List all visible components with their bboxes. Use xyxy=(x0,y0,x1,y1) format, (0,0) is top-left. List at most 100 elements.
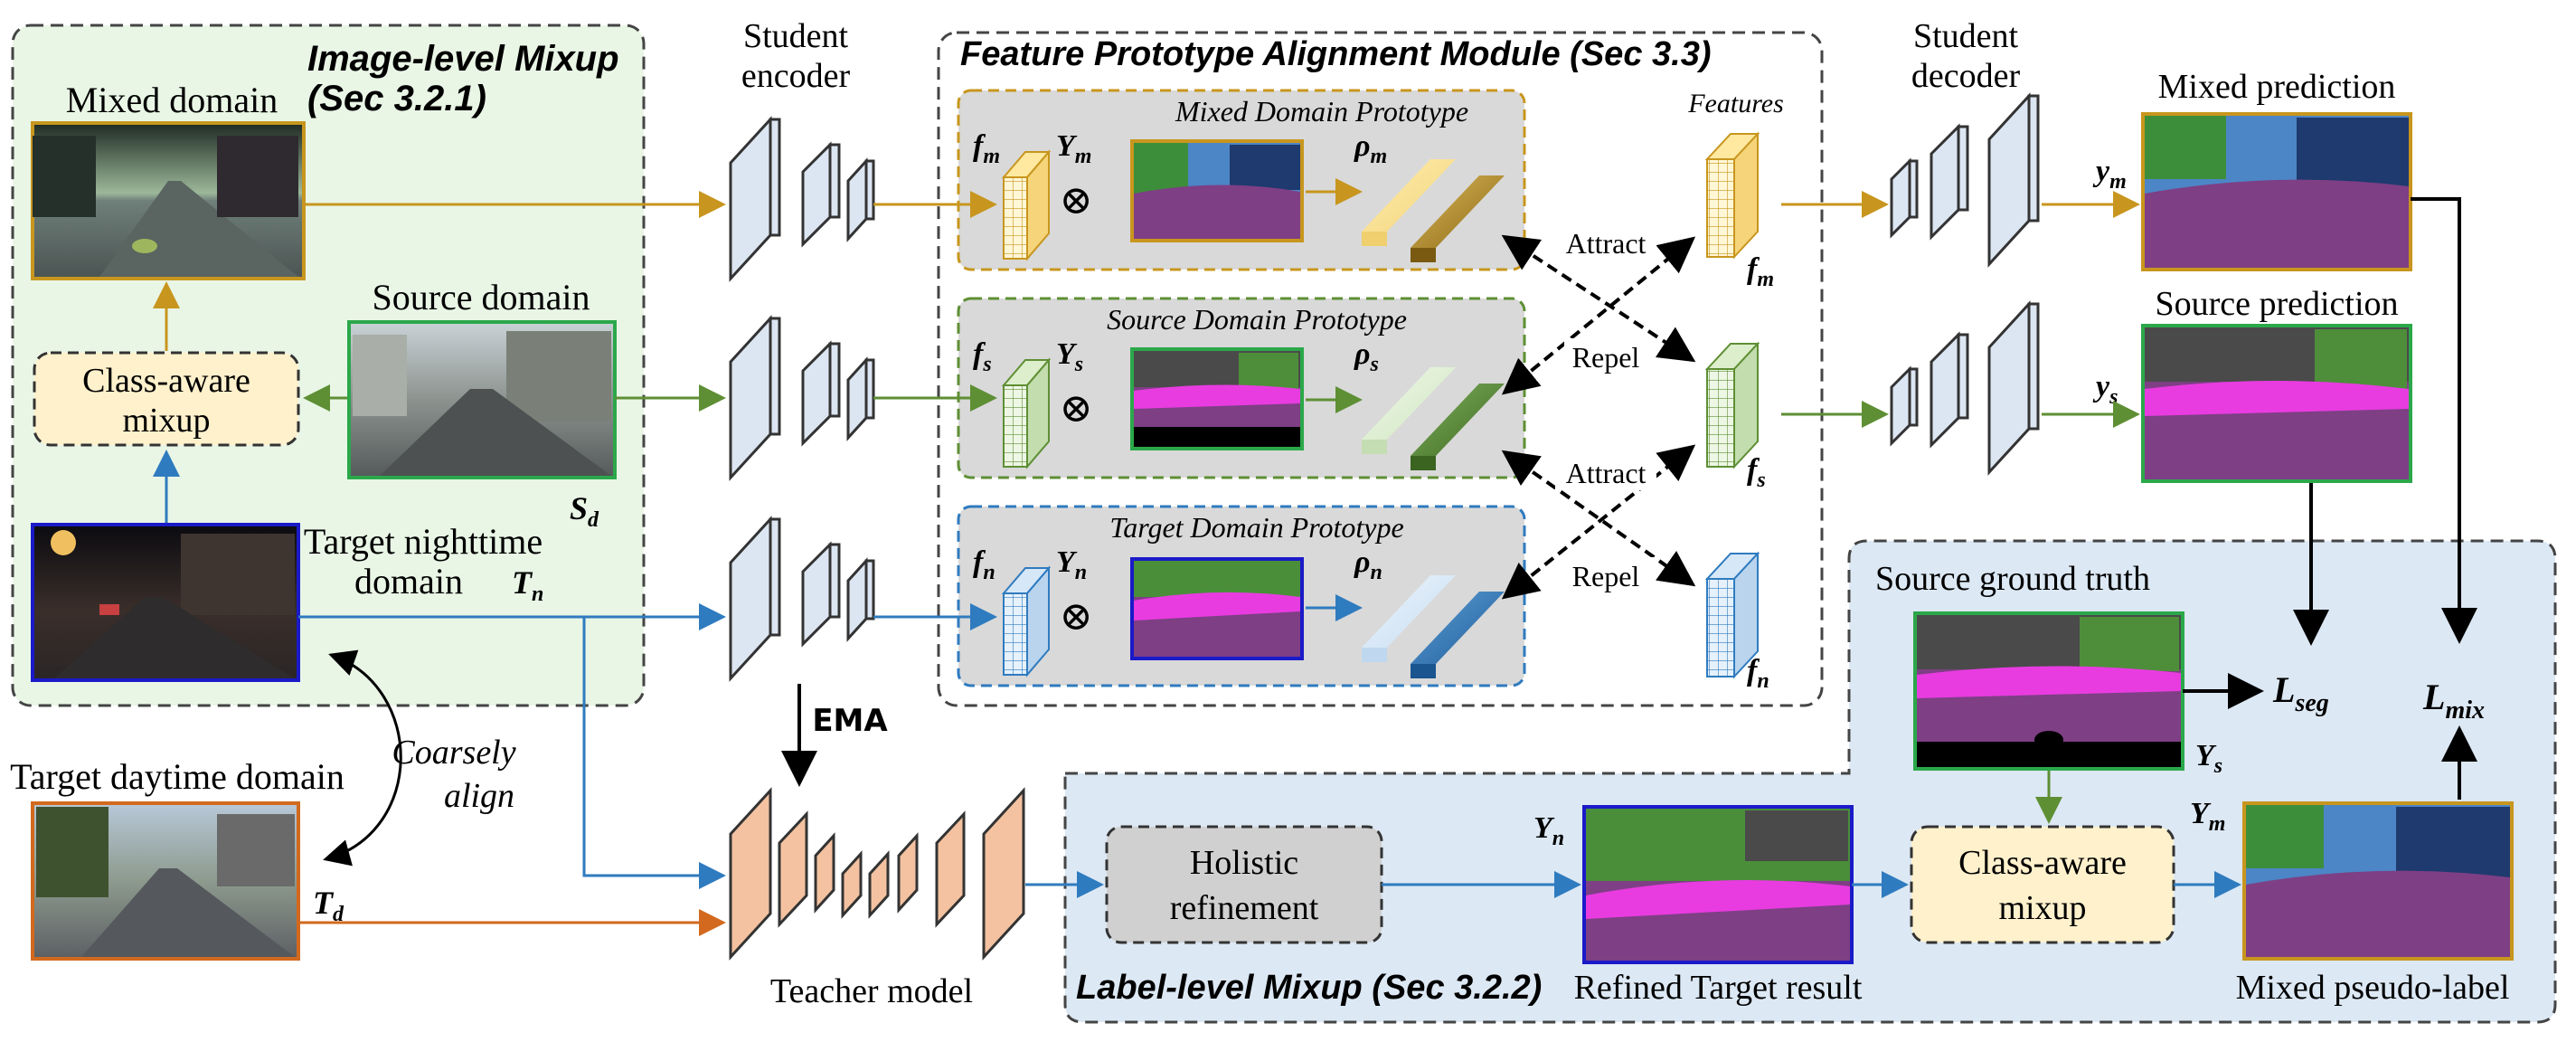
fm-feature-cube-proto xyxy=(1001,149,1052,261)
rho-m-label: ρm xyxy=(1354,129,1387,168)
source-flow-arrows xyxy=(303,384,2140,824)
svg-text:refinement: refinement xyxy=(1170,889,1319,927)
student-decoder-source xyxy=(1890,300,2040,476)
rho-s-label: ρs xyxy=(1354,337,1379,376)
student-encoder-target xyxy=(729,516,875,682)
mixed-domain-label: Mixed domain xyxy=(66,80,278,120)
fs-feature-cube-proto xyxy=(1001,357,1052,469)
fn-label: fn xyxy=(1747,654,1769,693)
source-prototype-bars xyxy=(1362,367,1505,470)
fm-feature-cube xyxy=(1704,131,1760,260)
teacher-model xyxy=(729,787,1025,961)
target-proto-title: Target Domain Prototype xyxy=(1109,511,1403,544)
fpa-title: Feature Prototype Alignment Module (Sec … xyxy=(960,35,1712,73)
L-mix-label: Lmix xyxy=(2422,677,2485,725)
attract-bg-1 xyxy=(1555,224,1656,260)
source-domain-label: Source domain xyxy=(372,277,590,317)
otimes-target: ⊗ xyxy=(1060,594,1093,639)
target-night-image xyxy=(31,523,300,682)
ym-label: ym xyxy=(2092,155,2127,194)
svg-text:mixup: mixup xyxy=(1998,889,2086,927)
attract-label-1: Attract xyxy=(1566,227,1647,260)
mixed-pseudo-label-label: Mixed pseudo-label xyxy=(2236,969,2510,1007)
image-class-aware-mixup-box: Class-aware mixup xyxy=(33,351,300,447)
fm-label-proto: fm xyxy=(973,129,1000,168)
svg-text:Class-aware: Class-aware xyxy=(82,362,250,400)
student-encoder-label-2: encoder xyxy=(741,57,851,95)
Ys-label: Ys xyxy=(1056,337,1083,376)
source-domain-image xyxy=(347,320,617,479)
rho-n-label: ρn xyxy=(1354,545,1382,584)
repel-label-1: Repel xyxy=(1572,341,1640,374)
pseudo-Ym-label: Ym xyxy=(2190,797,2225,836)
mixed-flow-arrows xyxy=(153,191,2140,351)
mixed-domain-image xyxy=(31,121,306,280)
coarsely-label: Coarsely xyxy=(392,734,515,772)
coarse-align-arrow xyxy=(323,649,402,867)
otimes-source: ⊗ xyxy=(1060,386,1093,431)
student-encoder-label-1: Student xyxy=(743,17,849,55)
label-mixup-title: Label-level Mixup (Sec 3.2.2) xyxy=(1076,969,1542,1007)
source-gt-label: Source ground truth xyxy=(1875,560,2150,598)
fs-label-proto: fs xyxy=(973,337,992,376)
fs-feature-cube xyxy=(1704,341,1760,469)
attract-bg-2 xyxy=(1555,454,1656,490)
image-mixup-subtitle: (Sec 3.2.1) xyxy=(307,79,486,118)
features-label: Features xyxy=(1687,89,1784,118)
refined-target-label: Refined Target result xyxy=(1574,969,1863,1007)
image-mixup-title: Image-level Mixup xyxy=(307,39,619,79)
Yn-label-proto: Yn xyxy=(1056,545,1087,584)
align-label: align xyxy=(444,777,514,815)
fn-label-proto: fn xyxy=(973,545,995,584)
repel-bg-2 xyxy=(1564,557,1655,593)
label-class-aware-mixup-box: Class-aware mixup xyxy=(1910,825,2175,944)
source-prediction-image xyxy=(2141,324,2412,483)
source-prediction-label: Source prediction xyxy=(2155,285,2398,323)
target-night-label-1: Target nighttime xyxy=(304,521,543,562)
ema-label: EMA xyxy=(812,703,888,739)
student-decoder-label-2: decoder xyxy=(1911,57,2021,95)
target-day-symbol: Td xyxy=(313,885,344,926)
refined-Yn-label: Yn xyxy=(1533,811,1564,850)
L-seg-label: Lseg xyxy=(2272,669,2329,717)
attract-repel-arrows xyxy=(1501,234,1696,600)
gt-Ys-label: Ys xyxy=(2195,739,2222,778)
holistic-refinement-box: Holistic refinement xyxy=(1105,825,1383,944)
source-symbol: Sd xyxy=(570,490,599,532)
Ym-label: Ym xyxy=(1056,129,1091,168)
target-flow-arrows xyxy=(153,450,2241,898)
student-decoder-label-1: Student xyxy=(1913,17,2019,55)
target-day-image xyxy=(31,801,300,961)
ys-label: ys xyxy=(2092,370,2118,409)
mixed-proto-label-image xyxy=(1130,139,1304,242)
repel-label-2: Repel xyxy=(1572,560,1640,592)
attract-label-2: Attract xyxy=(1566,457,1647,489)
target-day-label: Target daytime domain xyxy=(10,756,344,797)
mixed-proto-title: Mixed Domain Prototype xyxy=(1175,95,1468,128)
fm-label: fm xyxy=(1747,252,1774,291)
source-gt-image xyxy=(1913,611,2184,771)
mixed-prototype-bars xyxy=(1362,159,1505,262)
refined-target-image xyxy=(1582,805,1854,964)
target-proto-label-image xyxy=(1130,557,1304,660)
target-night-symbol: Tn xyxy=(512,564,543,606)
fn-feature-cube-proto xyxy=(1001,565,1052,677)
loss-arrows xyxy=(2183,197,2477,800)
mixed-prediction-label: Mixed prediction xyxy=(2158,68,2396,106)
source-proto-title: Source Domain Prototype xyxy=(1107,303,1407,336)
repel-bg-1 xyxy=(1564,338,1655,374)
target-night-label-2: domain xyxy=(354,561,463,602)
source-proto-label-image xyxy=(1130,347,1304,450)
student-encoder-source xyxy=(729,315,875,481)
svg-text:Holistic: Holistic xyxy=(1190,844,1298,882)
target-prototype-bars xyxy=(1362,575,1505,678)
student-decoder-mixed xyxy=(1890,92,2040,268)
mixed-prediction-image xyxy=(2141,112,2412,271)
svg-text:Class-aware: Class-aware xyxy=(1958,844,2127,882)
mixed-pseudo-label-image xyxy=(2242,801,2514,961)
fs-label: fs xyxy=(1747,453,1766,492)
svg-text:mixup: mixup xyxy=(122,402,210,440)
otimes-mixed: ⊗ xyxy=(1060,178,1093,223)
fn-feature-cube xyxy=(1704,551,1760,679)
student-encoder-mixed xyxy=(729,116,875,282)
